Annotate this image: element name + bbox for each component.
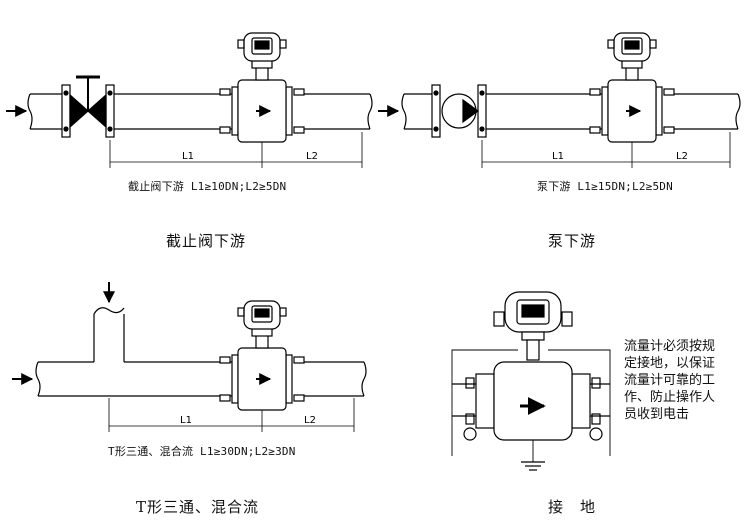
ground-note-line: 定接地，以保证 [624,356,716,371]
valve-caption: 截止阀下游 [166,232,247,250]
tee-formula: T形三通、混合流 L1≥30DN;L2≥3DN [108,445,296,458]
valve-formula: 截止阀下游 L1≥10DN;L2≥5DN [128,180,287,193]
dim-l1-label: L1 [552,151,564,162]
panel-ground [451,291,611,471]
pump-caption: 泵下游 [548,232,597,250]
flowmeter-body [493,361,573,441]
dim-l2-label: L2 [304,415,316,426]
display-icon [521,304,545,318]
panel-tee: L1 L2 [12,282,367,432]
dim-l1-label: L1 [182,151,194,162]
pump-formula: 泵下游 L1≥15DN;L2≥5DN [537,180,673,193]
panel-pump: L1 L2 [378,32,741,168]
display-icon [254,40,270,50]
ground-note-line: 流量计必须按规 [624,339,716,354]
ground-symbol-icon [521,461,545,471]
dim-l2-label: L2 [676,151,688,162]
ground-note-line: 流量计可靠的工 [624,373,716,388]
dim-l2-label: L2 [306,151,318,162]
display-icon [254,308,270,318]
tee-caption: T形三通、混合流 [136,498,260,516]
ground-note-line: 员收到电击 [624,407,690,422]
dim-l1-label: L1 [180,415,192,426]
ground-note-line: 作、防止操作人 [624,390,716,405]
display-icon [624,40,640,50]
ground-caption: 接 地 [548,498,597,516]
ground-note: 流量计必须按规 定接地，以保证 流量计可靠的工 作、防止操作人 员收到电击 [624,338,715,423]
panel-valve: L1 L2 [6,32,373,168]
